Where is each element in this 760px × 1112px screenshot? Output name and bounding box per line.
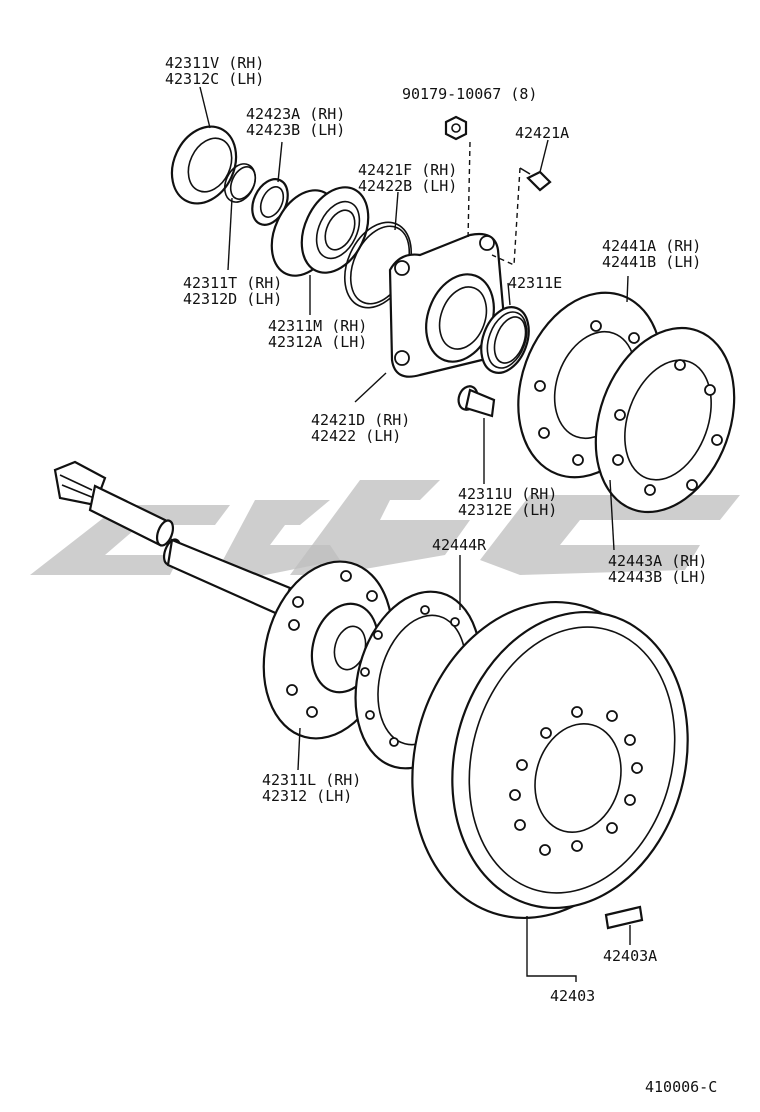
nut-part [444, 115, 471, 241]
label-90179-10067: 90179-10067 (8) [402, 85, 537, 103]
oil-seal-part [170, 125, 238, 205]
label-42421d: 42421D (RH) 42422 (LH) [311, 411, 419, 445]
label-42311e: 42311E [508, 274, 562, 292]
label-42423a: 42423A (RH) 42423B (LH) [246, 105, 354, 139]
label-42441a: 42441A (RH) 42441B (LH) [602, 237, 710, 271]
label-42421a: 42421A [515, 124, 569, 142]
label-42403a: 42403A [603, 947, 657, 965]
small-bolt-part [491, 167, 552, 267]
balance-weight-part [604, 905, 644, 930]
hub-bolt-part [457, 385, 496, 418]
label-42444r: 42444R [432, 536, 487, 554]
axle-shaft-part [53, 460, 292, 617]
part-labels: 42311V (RH) 42312C (LH) 42423A (RH) 4242… [165, 54, 717, 1096]
backing-plate-gasket-part [594, 326, 736, 514]
label-42403: 42403 [550, 987, 595, 1005]
inner-snap-ring-part [480, 306, 530, 374]
figure-number: 410006-C [645, 1078, 717, 1096]
label-42311t: 42311T (RH) 42312D (LH) [183, 274, 291, 308]
label-42311v: 42311V (RH) 42312C (LH) [165, 54, 273, 88]
bearing-retainer-part [388, 232, 508, 378]
label-42311l: 42311L (RH) 42312 (LH) [262, 771, 370, 805]
label-42311m: 42311M (RH) 42312A (LH) [268, 317, 376, 351]
leader-lines [199, 86, 631, 982]
watermark [30, 480, 740, 580]
label-42443a: 42443A (RH) 42443B (LH) [608, 552, 716, 586]
label-42311u: 42311U (RH) 42312E (LH) [458, 485, 566, 519]
brake-drum-part [411, 601, 689, 919]
label-42421f: 42421F (RH) 42422B (LH) [358, 161, 466, 195]
